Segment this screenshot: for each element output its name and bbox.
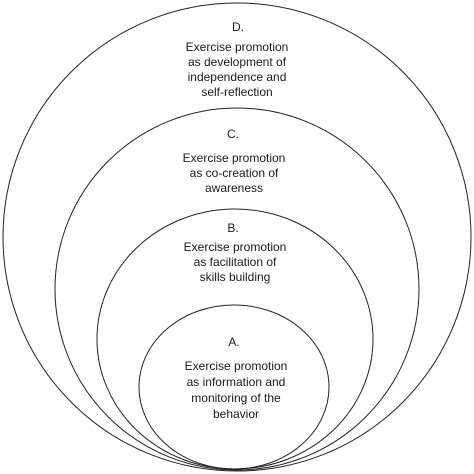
level-c: C. Exercise promotion as co-creation of … [54, 107, 420, 471]
level-b-letter: B. [227, 221, 238, 235]
level-c-line-2: as co-creation of [190, 166, 279, 180]
level-d-letter: D. [232, 20, 244, 34]
level-a-line-1: Exercise promotion [185, 359, 288, 373]
level-c-line-1: Exercise promotion [183, 151, 286, 165]
level-a-line-3: monitoring of the [191, 391, 281, 405]
level-b-line-1: Exercise promotion [184, 240, 287, 254]
level-a-line-2: as information and [187, 375, 286, 389]
level-c-line-3: awareness [205, 181, 263, 195]
level-b: B. Exercise promotion as facilitation of… [96, 208, 374, 470]
level-c-letter: C. [227, 127, 239, 141]
level-d-line-4: self-reflection [201, 85, 272, 99]
level-a-letter: A. [228, 335, 239, 349]
circle-level-c [54, 107, 420, 471]
circle-level-a [138, 304, 330, 470]
level-a: A. Exercise promotion as information and… [138, 304, 330, 470]
level-a-line-4: behavior [213, 407, 259, 421]
level-b-line-3: skills building [200, 270, 271, 284]
level-d-line-3: independence and [188, 70, 287, 84]
level-d-line-2: as development of [188, 55, 287, 69]
level-d-line-1: Exercise promotion [186, 40, 289, 54]
level-b-line-2: as facilitation of [194, 255, 277, 269]
